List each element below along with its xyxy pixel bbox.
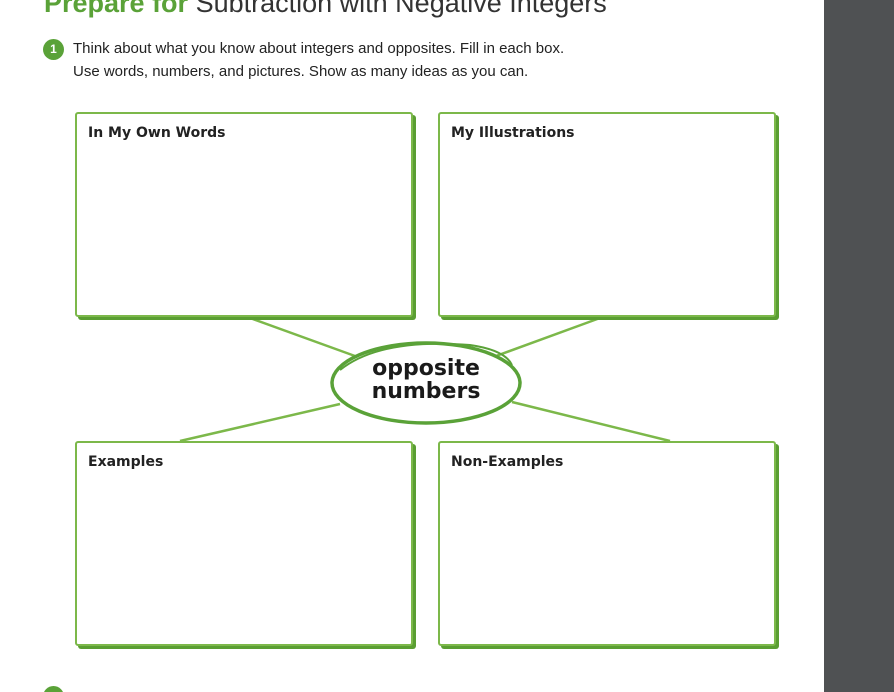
center-label-line-1: opposite bbox=[372, 356, 480, 381]
worksheet-page: Prepare for Subtraction with Negative In… bbox=[43, 0, 776, 692]
box-non-examples[interactable]: Non-Examples bbox=[438, 441, 776, 646]
title-prefix: Prepare for bbox=[44, 0, 189, 18]
connector-bottom-left bbox=[179, 402, 341, 443]
box-in-my-own-words[interactable]: In My Own Words bbox=[75, 112, 413, 317]
center-oval-outline bbox=[330, 341, 522, 425]
box-label-non-examples: Non-Examples bbox=[451, 454, 564, 470]
title-topic: Subtraction with Negative Integers bbox=[195, 0, 607, 18]
page-title: Prepare for Subtraction with Negative In… bbox=[44, 0, 607, 19]
box-label-examples: Examples bbox=[88, 454, 164, 470]
box-label-my-illustrations: My Illustrations bbox=[451, 125, 575, 141]
box-my-illustrations[interactable]: My Illustrations bbox=[438, 112, 776, 317]
box-examples[interactable]: Examples bbox=[75, 441, 413, 646]
instruction-line-1: Think about what you know about integers… bbox=[73, 40, 565, 57]
next-question-badge-partial bbox=[43, 686, 64, 692]
connector-top-left bbox=[249, 316, 356, 358]
center-label-line-2: numbers bbox=[371, 379, 481, 404]
box-label-in-my-own-words: In My Own Words bbox=[88, 125, 226, 141]
connector-bottom-right bbox=[511, 400, 671, 443]
question-number-badge: 1 bbox=[43, 39, 64, 60]
instruction-line-2: Use words, numbers, and pictures. Show a… bbox=[73, 63, 529, 80]
concept-map-connectors bbox=[179, 316, 671, 443]
center-concept-label: opposite numbers bbox=[336, 357, 516, 403]
center-oval-stroke-flourish bbox=[339, 342, 513, 371]
connector-top-right bbox=[495, 316, 601, 358]
viewer-side-panel bbox=[824, 0, 894, 692]
